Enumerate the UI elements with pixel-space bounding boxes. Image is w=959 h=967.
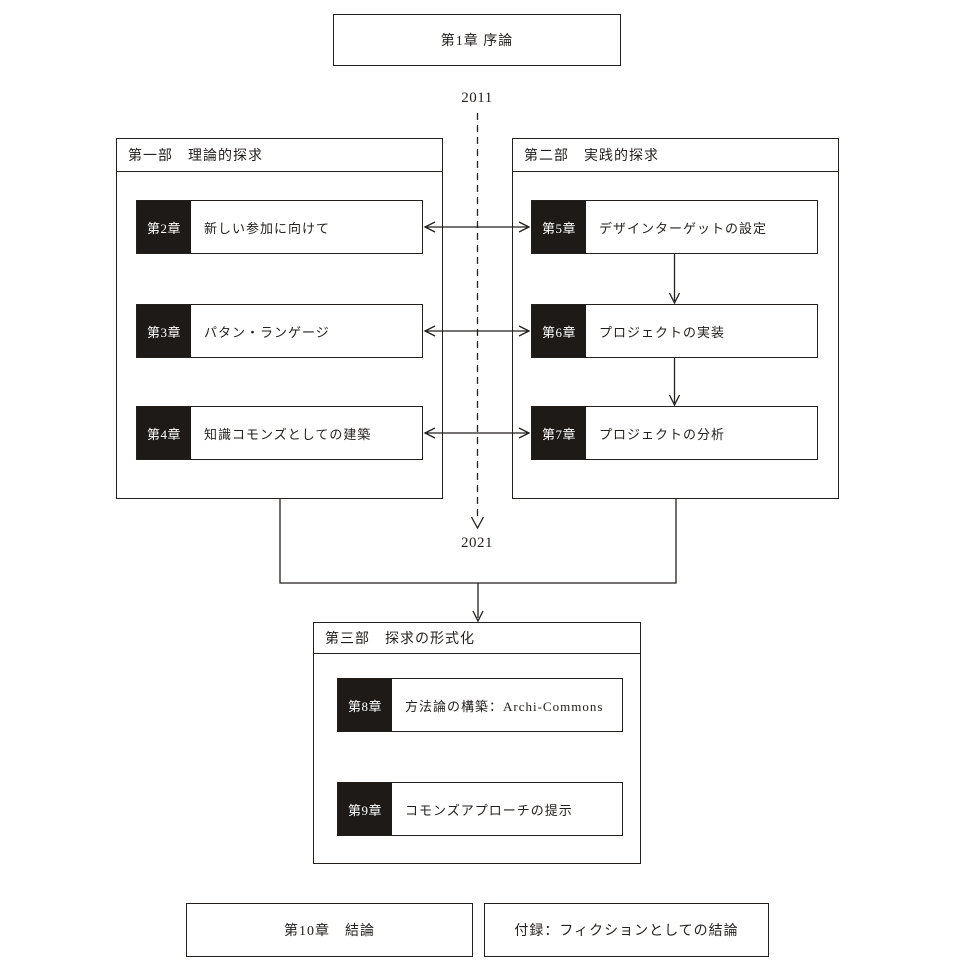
- chapter6-box: 第6章 プロジェクトの実装: [531, 304, 818, 358]
- part3-header: 第三部 探求の形式化: [314, 623, 640, 654]
- appendix-box: 付録：フィクションとしての結論: [484, 903, 769, 957]
- chapter5-number-badge: 第5章: [532, 201, 586, 253]
- chapter8-box: 第8章 方法論の構築：Archi-Commons: [337, 678, 623, 732]
- chapter7-title: プロジェクトの分析: [599, 426, 726, 442]
- chapter4-box: 第4章 知識コモンズとしての建築: [136, 406, 423, 460]
- chapter8-number-badge: 第8章: [338, 679, 392, 731]
- chapter7-number-badge: 第7章: [532, 407, 586, 459]
- chapter4-title: 知識コモンズとしての建築: [204, 426, 372, 442]
- chapter3-title: パタン・ランゲージ: [204, 324, 330, 340]
- chapter2-title: 新しい参加に向けて: [204, 220, 331, 236]
- chapter5-title: デザインターゲットの設定: [599, 220, 768, 236]
- chapter3-number-badge: 第3章: [137, 305, 191, 357]
- chapter10-box: 第10章 結論: [186, 903, 473, 957]
- chapter6-number-badge: 第6章: [532, 305, 586, 357]
- chapter3-box: 第3章 パタン・ランゲージ: [136, 304, 423, 358]
- chapter7-box: 第7章 プロジェクトの分析: [531, 406, 818, 460]
- part1-header: 第一部 理論的探求: [117, 139, 442, 172]
- chapter10-label: 第10章 結論: [284, 924, 375, 939]
- chapter1-label: 第1章 序論: [440, 34, 514, 49]
- chapter2-box: 第2章 新しい参加に向けて: [136, 200, 423, 254]
- part2-header: 第二部 実践的探求: [513, 139, 838, 172]
- chapter6-title: プロジェクトの実装: [599, 324, 726, 340]
- appendix-label: 付録：フィクションとしての結論: [514, 924, 739, 939]
- chapter5-box: 第5章 デザインターゲットの設定: [531, 200, 818, 254]
- parts-merge-bracket: [279, 499, 677, 623]
- chapter9-title: コモンズアプローチの提示: [405, 802, 573, 818]
- chapter9-number-badge: 第9章: [338, 783, 392, 835]
- timeline-end-year: 2021: [461, 535, 493, 551]
- timeline-dashed-arrow: [470, 113, 485, 530]
- chapter4-number-badge: 第4章: [137, 407, 191, 459]
- timeline-start-year: 2011: [461, 90, 493, 106]
- chapter8-title: 方法論の構築：Archi-Commons: [405, 698, 604, 714]
- chapter2-number-badge: 第2章: [137, 201, 191, 253]
- chapter1-box: 第1章 序論: [333, 14, 621, 66]
- chapter9-box: 第9章 コモンズアプローチの提示: [337, 782, 623, 836]
